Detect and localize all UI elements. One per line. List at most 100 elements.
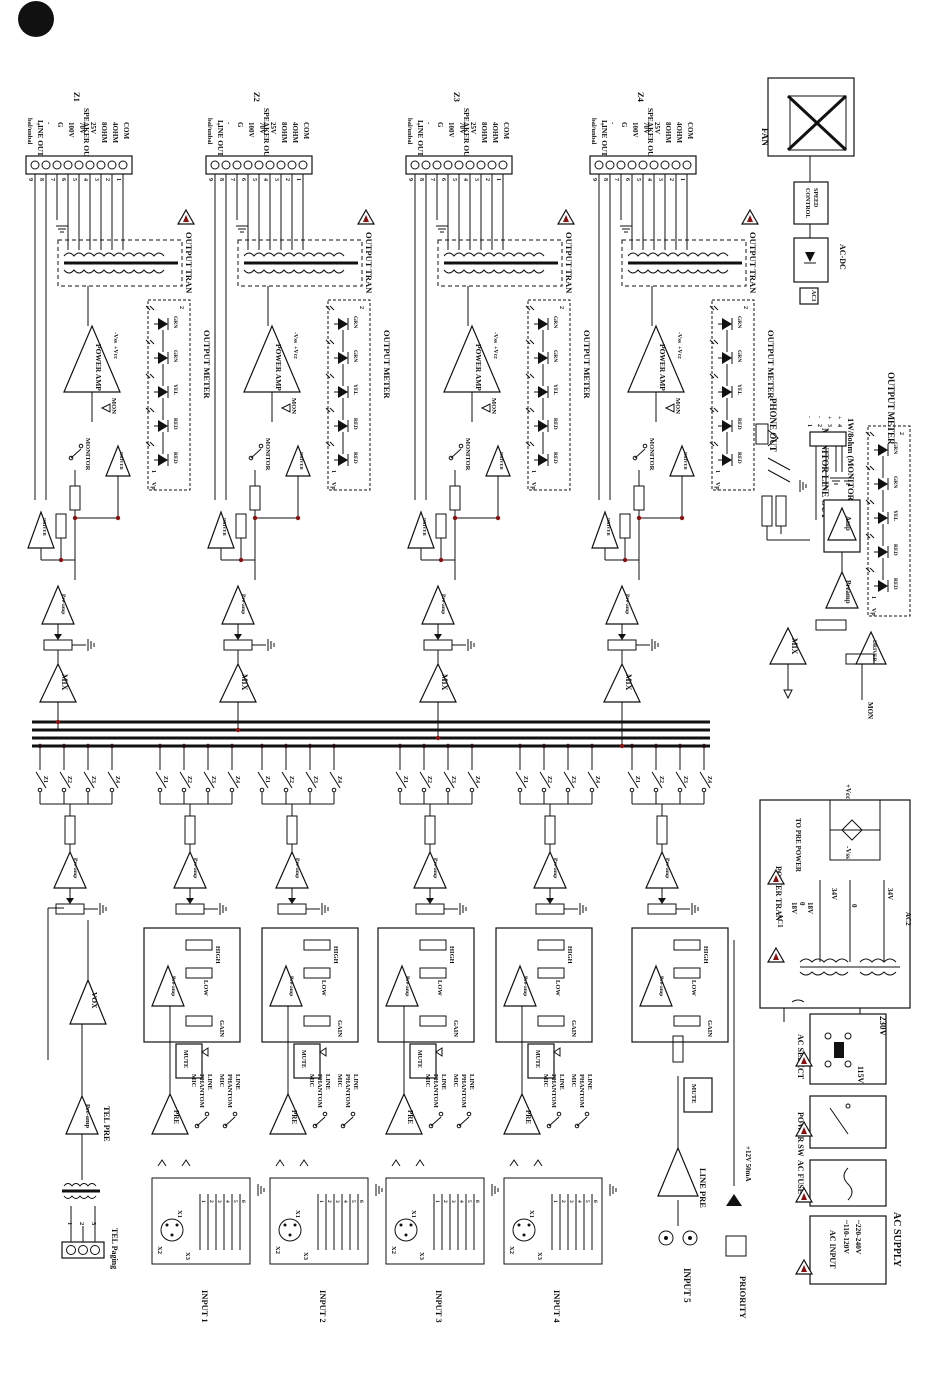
gain-label: GAIN bbox=[218, 1020, 225, 1037]
terminal-screw-icon bbox=[476, 160, 486, 170]
line-out-driver bbox=[27, 510, 55, 549]
bridge-rectifier-icon bbox=[841, 819, 863, 841]
output-tran-winding-icon bbox=[443, 269, 545, 274]
zone-switch-blade bbox=[395, 771, 407, 789]
xlr-pin bbox=[404, 1233, 408, 1237]
monitor-pin-sign: - bbox=[816, 416, 822, 418]
power-amp-label: POWER AMP bbox=[274, 344, 283, 391]
vss-label: -Vss bbox=[292, 332, 298, 344]
meter-light-ray bbox=[525, 441, 535, 447]
resistor bbox=[619, 513, 631, 539]
zone-switch-contact bbox=[61, 787, 67, 793]
terminal-label: 4OHM bbox=[291, 122, 299, 143]
phantom-arrow-icon bbox=[275, 1159, 309, 1167]
option-label: PHANTOM bbox=[198, 1074, 205, 1108]
power-amp bbox=[63, 324, 121, 393]
xlr-connector-icon bbox=[394, 1218, 418, 1242]
option-switch-icon bbox=[456, 1111, 472, 1129]
zone-switch-blade bbox=[83, 771, 95, 789]
option-label: LINE bbox=[440, 1074, 447, 1090]
range1-label: ~110-120V bbox=[842, 1220, 851, 1254]
meter-led-icon bbox=[538, 386, 548, 398]
junction-dot bbox=[619, 743, 625, 749]
zone-meter-vp: Vp bbox=[150, 482, 156, 490]
x1-label: X1 bbox=[410, 1210, 417, 1218]
meter-light-ray bbox=[325, 305, 335, 311]
line-out-driver bbox=[407, 510, 435, 549]
terminal-screw-icon bbox=[232, 160, 242, 170]
source-pot bbox=[647, 903, 677, 915]
zone-switch-label: Z2 bbox=[288, 776, 294, 783]
input5-mute-label: MUTE bbox=[690, 1084, 697, 1104]
meter-light-ray bbox=[865, 431, 875, 437]
meter-driver bbox=[285, 444, 311, 477]
zone-switch-contact bbox=[629, 787, 635, 793]
mute-box bbox=[409, 1043, 437, 1079]
warning-icon bbox=[557, 209, 575, 225]
zone-switch-contact bbox=[541, 787, 547, 793]
tap-34b: 34V bbox=[886, 888, 894, 900]
monitor-pin-sign: - bbox=[806, 416, 812, 418]
zone-meter-vp: Vp bbox=[714, 482, 720, 490]
priority-diode-icon bbox=[726, 1194, 742, 1206]
zone-switch-blade bbox=[59, 771, 71, 789]
meter-led-icon bbox=[722, 318, 732, 330]
monitor-pin-sign: + bbox=[826, 416, 832, 420]
tel-pin-number: 3 bbox=[90, 1222, 97, 1226]
zone-switch-contact bbox=[181, 787, 187, 793]
output-tran-winding-icon bbox=[243, 252, 345, 257]
ground-icon bbox=[267, 638, 275, 652]
terminal-pin-number: 9 bbox=[27, 178, 33, 181]
output-tran-winding-icon bbox=[443, 252, 545, 257]
terminal-pin-number: 1 bbox=[495, 178, 501, 181]
zone-switch-label: Z2 bbox=[186, 776, 192, 783]
pot-wiper-icon bbox=[618, 634, 626, 640]
mute-label: MUTE bbox=[416, 1050, 422, 1068]
terminal-pin-number: 1 bbox=[295, 178, 301, 181]
terminal-label: - bbox=[225, 122, 233, 125]
eq-preamp bbox=[639, 964, 673, 1007]
meter-led-label: GRN bbox=[736, 316, 742, 328]
zone-meter-vp: Vp bbox=[330, 482, 336, 490]
power-amp bbox=[243, 324, 301, 393]
ground-icon bbox=[235, 225, 249, 233]
monitor-section: PHONE OUT MONITOR LINE OUT 1W/8ohm (MONI… bbox=[755, 372, 911, 719]
monitor-label: MONITOR bbox=[648, 438, 655, 471]
terminal-pin-number: 3 bbox=[273, 178, 279, 181]
pre-amp bbox=[503, 1092, 541, 1135]
meter-led-icon bbox=[878, 580, 888, 592]
terminal-pin-number: 5 bbox=[251, 178, 257, 181]
option-label: MIC bbox=[570, 1074, 577, 1088]
line-pre-amp bbox=[657, 1146, 699, 1197]
connector-frame bbox=[503, 1177, 603, 1265]
ground-icon bbox=[459, 902, 467, 916]
meter-led-label: GRN bbox=[352, 316, 358, 328]
x3-label: X3 bbox=[184, 1252, 191, 1261]
terminal-screw-icon bbox=[616, 160, 626, 170]
monitor-meter-pin1: 1 bbox=[870, 596, 876, 599]
jack-pin-label: 6 bbox=[592, 1200, 598, 1203]
gain-pot bbox=[419, 1015, 447, 1027]
junction-dot bbox=[495, 515, 501, 521]
tel-transformer-icon bbox=[63, 1183, 97, 1187]
terminal-label: - bbox=[609, 122, 617, 125]
input-label: INPUT 3 bbox=[434, 1290, 444, 1323]
terminal-label: 70V bbox=[642, 122, 650, 134]
transformer-winding-icon bbox=[799, 958, 849, 963]
terminal-screw-icon bbox=[276, 160, 286, 170]
zone-switch-blade bbox=[227, 771, 239, 789]
zone-meter-frame bbox=[327, 299, 371, 491]
zone-preamp-label: Pre-amp bbox=[60, 594, 66, 614]
volume-pot bbox=[607, 639, 637, 651]
mute-label: MUTE bbox=[182, 1050, 188, 1068]
junction-dot bbox=[58, 557, 64, 563]
zone-switch-label: Z4 bbox=[594, 776, 600, 783]
meter-light-ray bbox=[145, 373, 155, 379]
zone-switch-blade bbox=[467, 771, 479, 789]
vcc-label: +Vcc bbox=[292, 346, 298, 359]
zone-switch-label: Z2 bbox=[66, 776, 72, 783]
terminal-pin-number: 8 bbox=[602, 178, 608, 181]
